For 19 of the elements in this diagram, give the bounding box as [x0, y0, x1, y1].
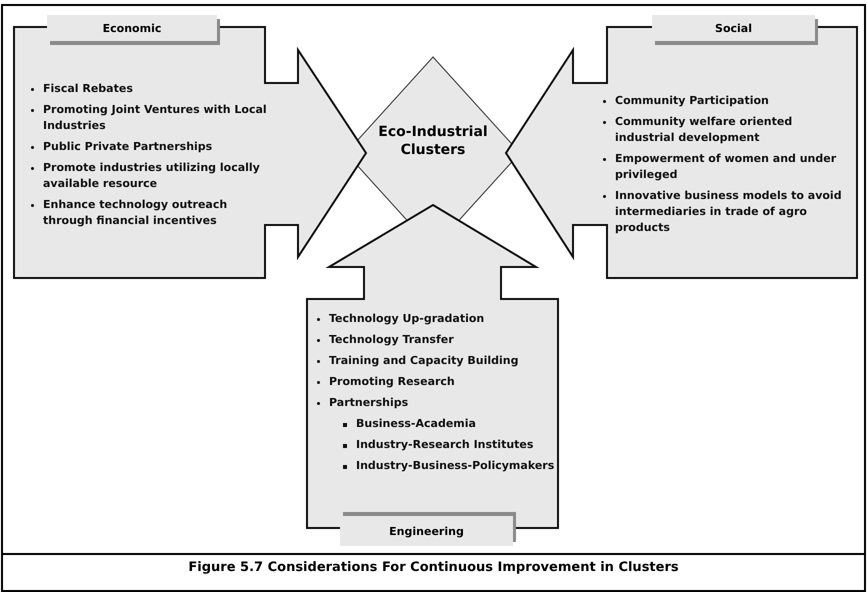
bullet-item: Technology Up-gradation: [316, 311, 556, 327]
sub-bullet-item: Industry-Research Institutes: [316, 437, 556, 453]
bullet-item: Training and Capacity Building: [316, 353, 556, 369]
bullet-item: Promoting Research: [316, 374, 556, 390]
bullet-item: Promote industries utilizing locally available resource: [30, 160, 270, 192]
bullet-item: Innovative business models to avoid intermediaries in trade of agro products: [602, 188, 852, 236]
sub-bullet-item: Business-Academia: [316, 416, 556, 432]
bullet-item: Partnerships: [316, 395, 556, 411]
sub-bullet-item: Industry-Business-Policymakers: [316, 458, 556, 474]
bullet-item: Public Private Partnerships: [30, 139, 270, 155]
bullet-item: Community Participation: [602, 93, 852, 109]
bullet-item: Promoting Joint Ventures with Local Industries: [30, 102, 270, 134]
figure-caption: Figure 5.7 Considerations For Continuous Improvement in Clusters: [187, 560, 680, 575]
center-label: Eco-Industrial Clusters: [377, 123, 489, 159]
bullet-item: Community welfare oriented industrial development: [602, 114, 852, 146]
bullet-item: Empowerment of women and under privileged: [602, 151, 852, 183]
bullet-item: Technology Transfer: [316, 332, 556, 348]
bullet-item: Enhance technology outreach through financial incentives: [30, 197, 270, 229]
bullet-item: Fiscal Rebates: [30, 81, 270, 97]
